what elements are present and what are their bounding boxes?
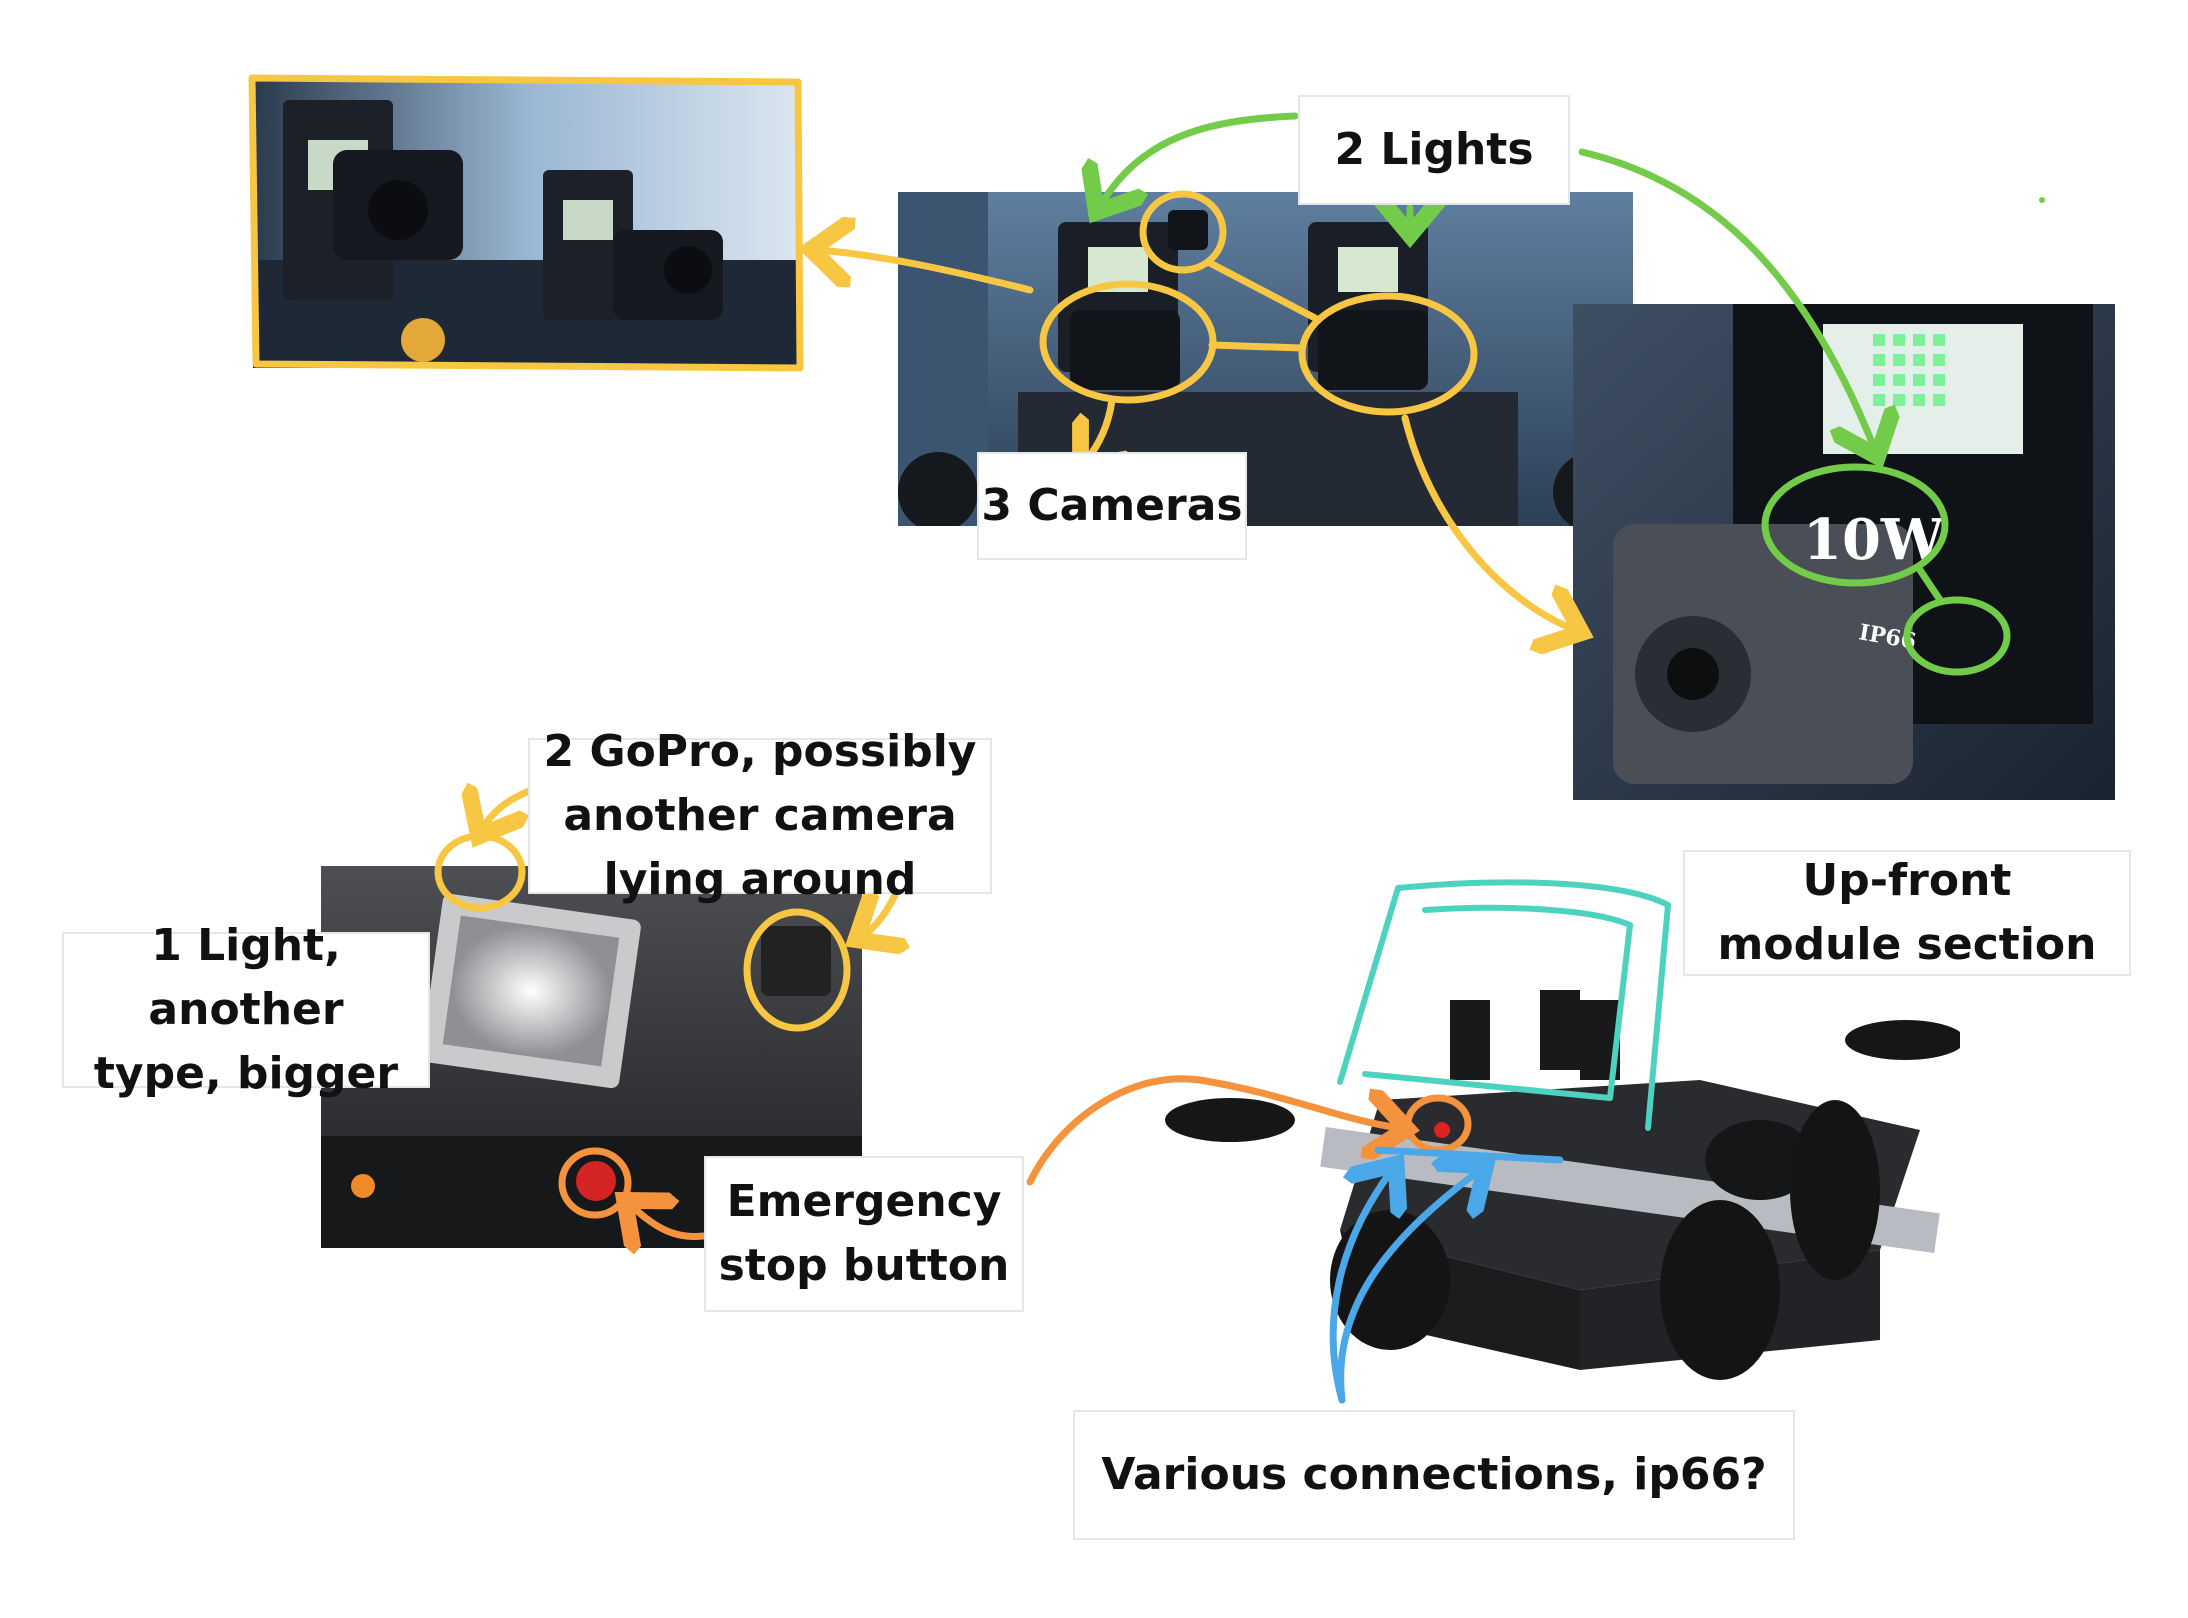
label-upfront: Up-front module section [1683,850,2131,976]
camera-closeup-photo [253,80,800,368]
label-connections: Various connections, ip66? [1073,1410,1795,1540]
label-light-bigger: 1 Light, another type, bigger [62,920,430,1099]
label-emergency: Emergency stop button [704,1156,1024,1312]
rover-full-photo [1160,960,1960,1410]
gopro-arrow-left [482,790,536,830]
label-cameras: 3 Cameras [977,452,1247,560]
wattage-marking: 10W [1803,507,1945,573]
light-closeup-photo: 10W IP66 [1573,304,2115,800]
stray-dot [2039,197,2045,203]
label-gopro: 2 GoPro, possibly another camera lying a… [528,726,992,905]
label-lights: 2 Lights [1298,95,1570,205]
